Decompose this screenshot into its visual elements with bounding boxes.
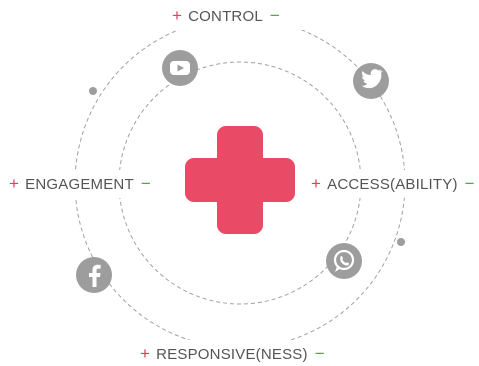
label-responsiveness: + RESPONSIVE(NESS)− [140,345,325,364]
plus-sign: + [311,174,322,193]
minus-sign: − [314,344,325,363]
minus-sign: − [464,174,475,193]
label-accessability-text: ACCESS(ABILITY) [327,176,458,193]
whatsapp-icon[interactable] [326,243,362,279]
label-control: + CONTROL− [172,7,280,26]
minus-sign: − [269,6,281,25]
label-engagement: + ENGAGEMENT− [9,175,151,194]
label-control-text: CONTROL [188,8,263,25]
label-accessability: + ACCESS(ABILITY)− [311,175,475,194]
ring-dot-upper-left [89,87,97,95]
facebook-icon[interactable] [76,257,112,293]
label-engagement-text: ENGAGEMENT [25,176,134,193]
medical-cross-icon [185,126,295,234]
youtube-icon[interactable] [162,50,198,86]
twitter-icon[interactable] [353,63,389,99]
ring-dot-lower-right [397,238,405,246]
label-responsiveness-text: RESPONSIVE(NESS) [156,346,308,363]
plus-sign: + [140,344,151,363]
plus-sign: + [172,6,183,25]
plus-sign: + [9,174,20,193]
minus-sign: − [140,174,151,193]
